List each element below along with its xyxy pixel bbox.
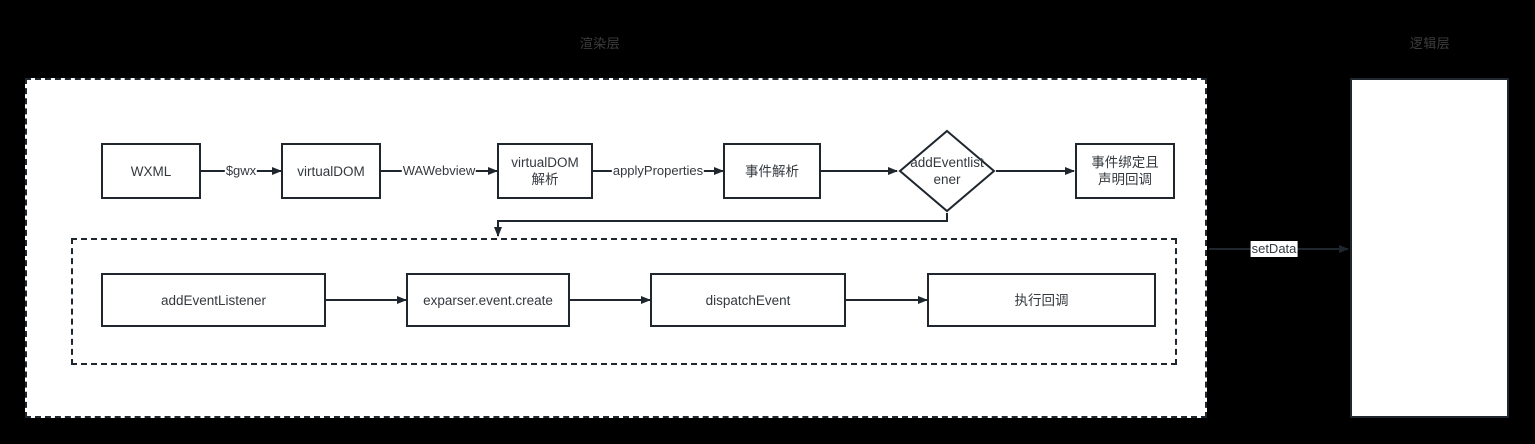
node-virtualdom[interactable]: virtualDOM — [281, 143, 381, 199]
edge-label-applyproperties: applyProperties — [611, 163, 705, 179]
node-addeventlistener-label: addEventlist ener — [910, 155, 984, 187]
logic-layer-title: 逻辑层 — [1409, 36, 1451, 51]
render-layer-panel — [25, 78, 1207, 418]
event-dispatch-group-panel — [71, 238, 1177, 365]
edge-label-setdata: setData — [1250, 241, 1298, 257]
logic-layer-panel — [1350, 78, 1509, 418]
render-layer-title: 渲染层 — [579, 36, 621, 51]
node-event-parse[interactable]: 事件解析 — [723, 143, 821, 199]
node-addeventlistener[interactable]: addEventlist ener — [898, 129, 996, 213]
edge-label-gwx: $gwx — [224, 163, 258, 179]
node-add-event-listener[interactable]: addEventListener — [101, 273, 326, 327]
node-exparser-event-create[interactable]: exparser.event.create — [406, 273, 570, 327]
diamond-shape-icon — [898, 129, 996, 213]
node-wxml[interactable]: WXML — [101, 143, 201, 199]
node-virtualdom-parse[interactable]: virtualDOM 解析 — [497, 143, 593, 199]
edge-label-wawebview: WAWebview — [401, 163, 477, 179]
node-exec-callback[interactable]: 执行回调 — [927, 273, 1156, 327]
node-bind-callback[interactable]: 事件绑定且 声明回调 — [1075, 143, 1175, 199]
node-dispatch-event[interactable]: dispatchEvent — [650, 273, 846, 327]
